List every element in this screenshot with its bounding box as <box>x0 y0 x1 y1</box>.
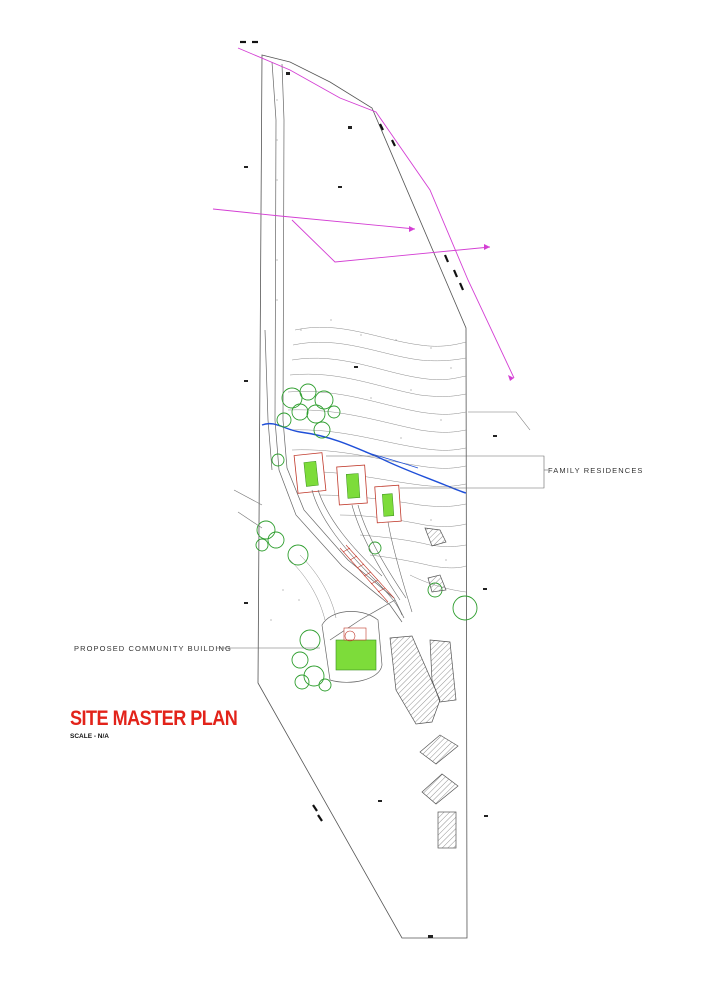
plan-title: SITE MASTER PLAN <box>70 707 238 730</box>
contour-lines <box>287 327 467 621</box>
residence-driveways <box>311 489 413 616</box>
stream-bank <box>364 451 419 469</box>
existing-buildings <box>389 527 459 849</box>
label-leaders <box>216 455 548 649</box>
label-community-building: PROPOSED COMMUNITY BUILDING <box>74 644 232 653</box>
adjacent-linework <box>233 411 531 529</box>
utility-lines <box>212 47 515 379</box>
access-road <box>264 61 405 641</box>
boundary-dash-marks <box>240 40 465 822</box>
community-building <box>321 611 383 683</box>
survey-markers <box>244 72 497 938</box>
label-family-residences: FAMILY RESIDENCES <box>548 466 644 475</box>
spot-elevations <box>270 99 452 621</box>
footbridge <box>339 544 395 603</box>
stream <box>261 423 467 494</box>
scale-note: SCALE - N/A <box>70 733 109 740</box>
property-boundary <box>257 54 468 939</box>
utility-arrowheads <box>409 226 514 381</box>
family-residence-3 <box>374 484 402 524</box>
family-residence-1 <box>293 452 327 494</box>
family-residence-2 <box>336 464 368 506</box>
tree-cluster-north <box>271 383 341 467</box>
